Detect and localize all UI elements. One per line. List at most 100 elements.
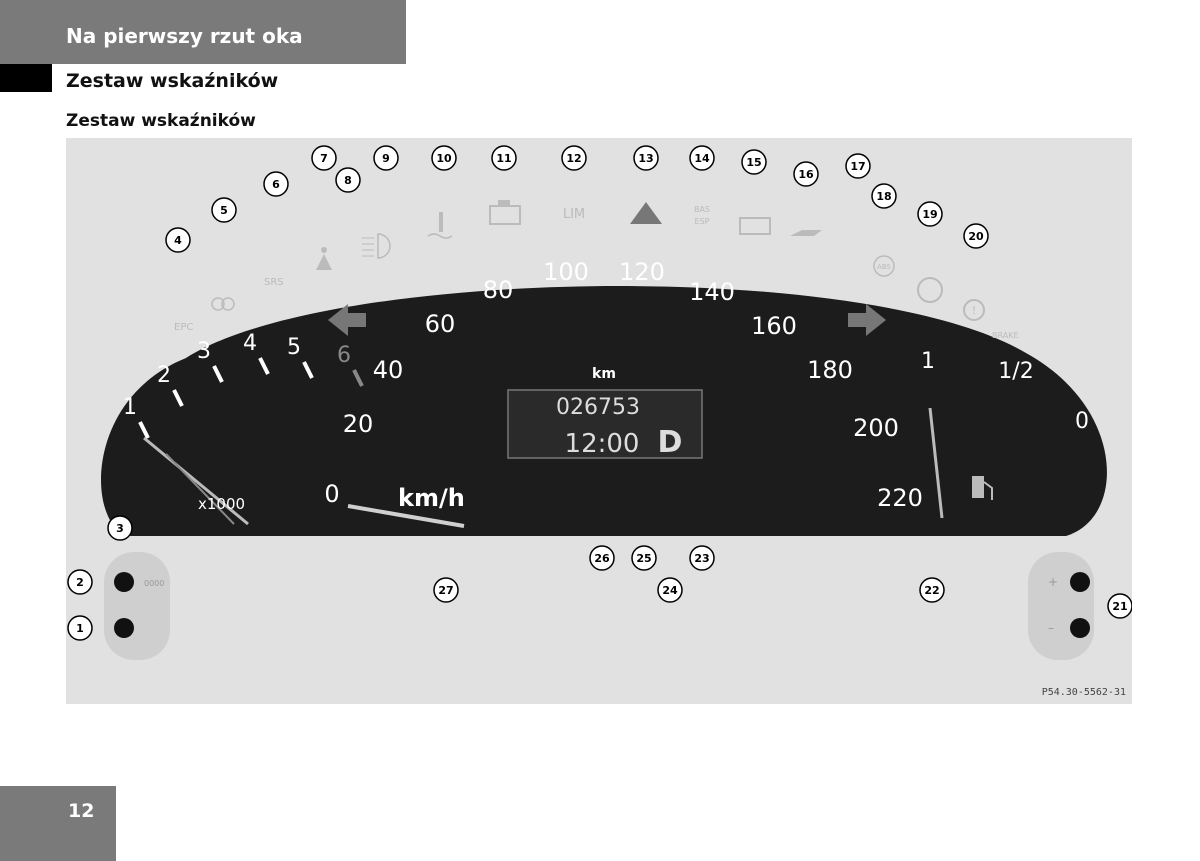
fuel-label-0: 0: [1075, 409, 1089, 434]
speed-label-120: 120: [619, 258, 665, 286]
callout-circle-10: [431, 145, 457, 171]
svg-text:!: !: [972, 304, 976, 317]
speed-label-220: 220: [877, 484, 923, 512]
callout-circle-5: [211, 197, 237, 223]
tach-needle: [143, 436, 249, 526]
callout-label-22: 22: [924, 584, 939, 597]
fuel-pump-icon: [972, 476, 993, 500]
clock-set-button[interactable]: [114, 618, 134, 638]
speed-label-200: 200: [853, 414, 899, 442]
speed-label-100: 100: [543, 258, 589, 286]
odometer-reading: 026753: [556, 395, 640, 420]
speed-label-0: 0: [324, 480, 339, 508]
callout-circle-8: [335, 167, 361, 193]
tach-label-5: 5: [287, 335, 301, 360]
brake-label: BRAKE: [992, 331, 1019, 340]
callout-circle-14: [689, 145, 715, 171]
tach-tick: [138, 421, 150, 439]
callout-label-11: 11: [496, 152, 511, 165]
speed-label-20: 20: [343, 410, 374, 438]
callout-circle-2: [67, 569, 93, 595]
callout-circle-18: [871, 183, 897, 209]
callout-circle-20: [963, 223, 989, 249]
callout-circle-27: [433, 577, 459, 603]
plus-symbol: +: [1048, 575, 1058, 589]
tach-multiplier: x1000: [198, 495, 245, 513]
callout-label-8: 8: [344, 174, 352, 187]
callout-label-17: 17: [850, 160, 865, 173]
callout-label-25: 25: [636, 552, 651, 565]
tach-tick: [258, 357, 270, 375]
callout-circle-15: [741, 149, 767, 175]
right-turn-arrow-icon: [848, 304, 886, 336]
callout-circle-26: [589, 545, 615, 571]
check-engine-icon: [489, 200, 521, 225]
callout-label-19: 19: [922, 208, 937, 221]
clock-reading: 12:00: [565, 429, 640, 459]
hazard-warning-icon: [630, 202, 662, 224]
seatbelt-icon: [316, 247, 332, 270]
section-subtitle: Zestaw wskaźników: [66, 111, 256, 131]
callout-label-23: 23: [694, 552, 709, 565]
callout-label-12: 12: [566, 152, 581, 165]
tach-label-2: 2: [157, 363, 171, 388]
bas-esp-label: BAS: [694, 205, 710, 214]
callout-label-3: 3: [116, 522, 124, 535]
callout-circle-25: [631, 545, 657, 571]
speed-label-60: 60: [425, 310, 456, 338]
callout-circle-3: [107, 515, 133, 541]
brake-pad-wear-icon: [917, 277, 943, 303]
callout-label-18: 18: [876, 190, 891, 203]
callout-label-1: 1: [76, 622, 84, 635]
preglow-icon: [211, 297, 235, 311]
fuel-label-1: 1: [921, 349, 935, 374]
oil-pressure-icon: [790, 230, 822, 236]
tach-tick: [352, 369, 364, 387]
speed-label-160: 160: [751, 312, 797, 340]
speedo-unit: km/h: [398, 484, 465, 512]
display-unit: km: [592, 366, 616, 382]
trip-button-symbol: 0000: [144, 579, 164, 588]
tach-tick: [172, 389, 184, 407]
callout-label-21: 21: [1112, 600, 1127, 613]
callout-circle-19: [917, 201, 943, 227]
callout-label-7: 7: [320, 152, 328, 165]
section-title: Zestaw wskaźników: [66, 70, 279, 92]
menu-up-button[interactable]: [1070, 572, 1090, 592]
tach-label-1: 1: [123, 395, 137, 420]
tach-tick: [302, 361, 314, 379]
tach-needle-shadow: [165, 453, 235, 525]
callout-label-9: 9: [382, 152, 390, 165]
speed-label-80: 80: [483, 276, 514, 304]
tach-tick: [212, 365, 224, 383]
callout-circle-12: [561, 145, 587, 171]
lim-label: LIM: [563, 207, 585, 222]
fuel-label-half: 1/2: [998, 359, 1033, 384]
left-turn-arrow-icon: [328, 304, 366, 336]
fuel-needle: [928, 407, 944, 519]
callout-circle-7: [311, 145, 337, 171]
callout-label-5: 5: [220, 204, 228, 217]
callout-circle-11: [491, 145, 517, 171]
callout-label-2: 2: [76, 576, 84, 589]
trip-reset-button[interactable]: [114, 572, 134, 592]
callout-circle-13: [633, 145, 659, 171]
callout-circle-22: [919, 577, 945, 603]
callout-circle-16: [793, 161, 819, 187]
speed-label-40: 40: [373, 356, 404, 384]
menu-down-button[interactable]: [1070, 618, 1090, 638]
callout-label-14: 14: [694, 152, 710, 165]
srs-warning-label: SRS: [264, 277, 284, 288]
fuel-gauge: 1 1/2 0: [921, 349, 1089, 519]
callout-circle-21: [1107, 593, 1132, 619]
callout-label-27: 27: [438, 584, 453, 597]
callout-label-6: 6: [272, 178, 280, 191]
chapter-header-box: [0, 0, 406, 64]
lcd-display: [507, 389, 703, 459]
tach-label-3: 3: [197, 339, 211, 364]
gear-indicator: D: [658, 425, 683, 460]
